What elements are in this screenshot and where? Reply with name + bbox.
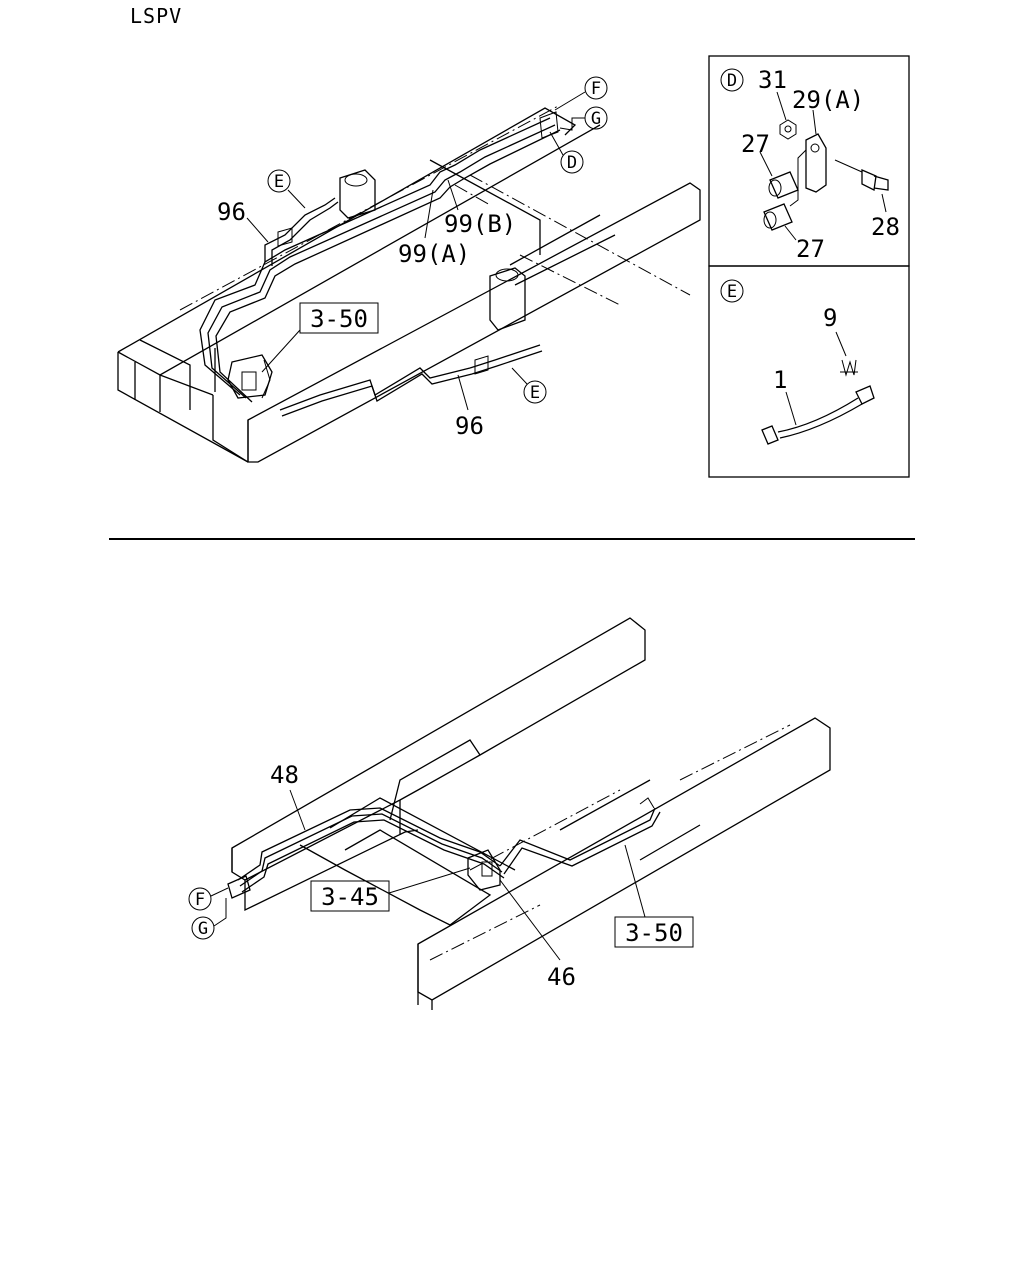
part-number-1: 1 <box>773 366 787 394</box>
lower-brake-pipes <box>227 797 661 899</box>
lower-callouts: 48 F G 3-45 46 3-50 <box>188 761 694 991</box>
upper-callouts: F G D E E 96 96 99(B) 99(A) 3-50 <box>217 76 608 440</box>
reference-label-3-50-lower: 3-50 <box>625 919 683 947</box>
part-number-48: 48 <box>270 761 299 789</box>
circle-label-E-bottom: E <box>530 383 540 403</box>
circle-label-E-top: E <box>274 172 284 192</box>
part-number-28: 28 <box>871 213 900 241</box>
page-title: LSPV <box>130 4 183 28</box>
detail-E-letter: E <box>727 282 737 302</box>
part-number-96-top: 96 <box>217 198 246 226</box>
part-number-99B: 99(B) <box>444 210 516 238</box>
part-number-96-bottom: 96 <box>455 412 484 440</box>
part-number-9: 9 <box>823 304 837 332</box>
reference-label-3-50-upper: 3-50 <box>310 305 368 333</box>
part-number-99A: 99(A) <box>398 240 470 268</box>
lower-circle-label-G: G <box>198 919 208 939</box>
upper-frame-drawing <box>117 104 701 463</box>
reference-box-3-50-upper <box>299 302 379 334</box>
circle-label-G: G <box>591 109 601 129</box>
detail-D-panel: D 31 29(A) 27 28 27 <box>708 55 910 267</box>
upper-brake-pipes <box>199 111 561 417</box>
lower-circle-label-F: F <box>195 890 205 910</box>
reference-label-3-45: 3-45 <box>321 883 379 911</box>
part-number-27-bottom: 27 <box>796 235 825 263</box>
reference-box-3-50-lower <box>614 916 694 948</box>
part-number-27-top: 27 <box>741 130 770 158</box>
part-number-29A: 29(A) <box>792 86 864 114</box>
lower-frame-drawing <box>231 617 831 1010</box>
part-number-46: 46 <box>547 963 576 991</box>
part-number-31: 31 <box>758 66 787 94</box>
reference-box-3-45 <box>310 880 390 912</box>
detail-E-panel: E 9 1 <box>708 265 910 478</box>
circle-label-D: D <box>567 153 577 173</box>
circle-label-F: F <box>591 79 601 99</box>
detail-D-letter: D <box>727 71 737 91</box>
